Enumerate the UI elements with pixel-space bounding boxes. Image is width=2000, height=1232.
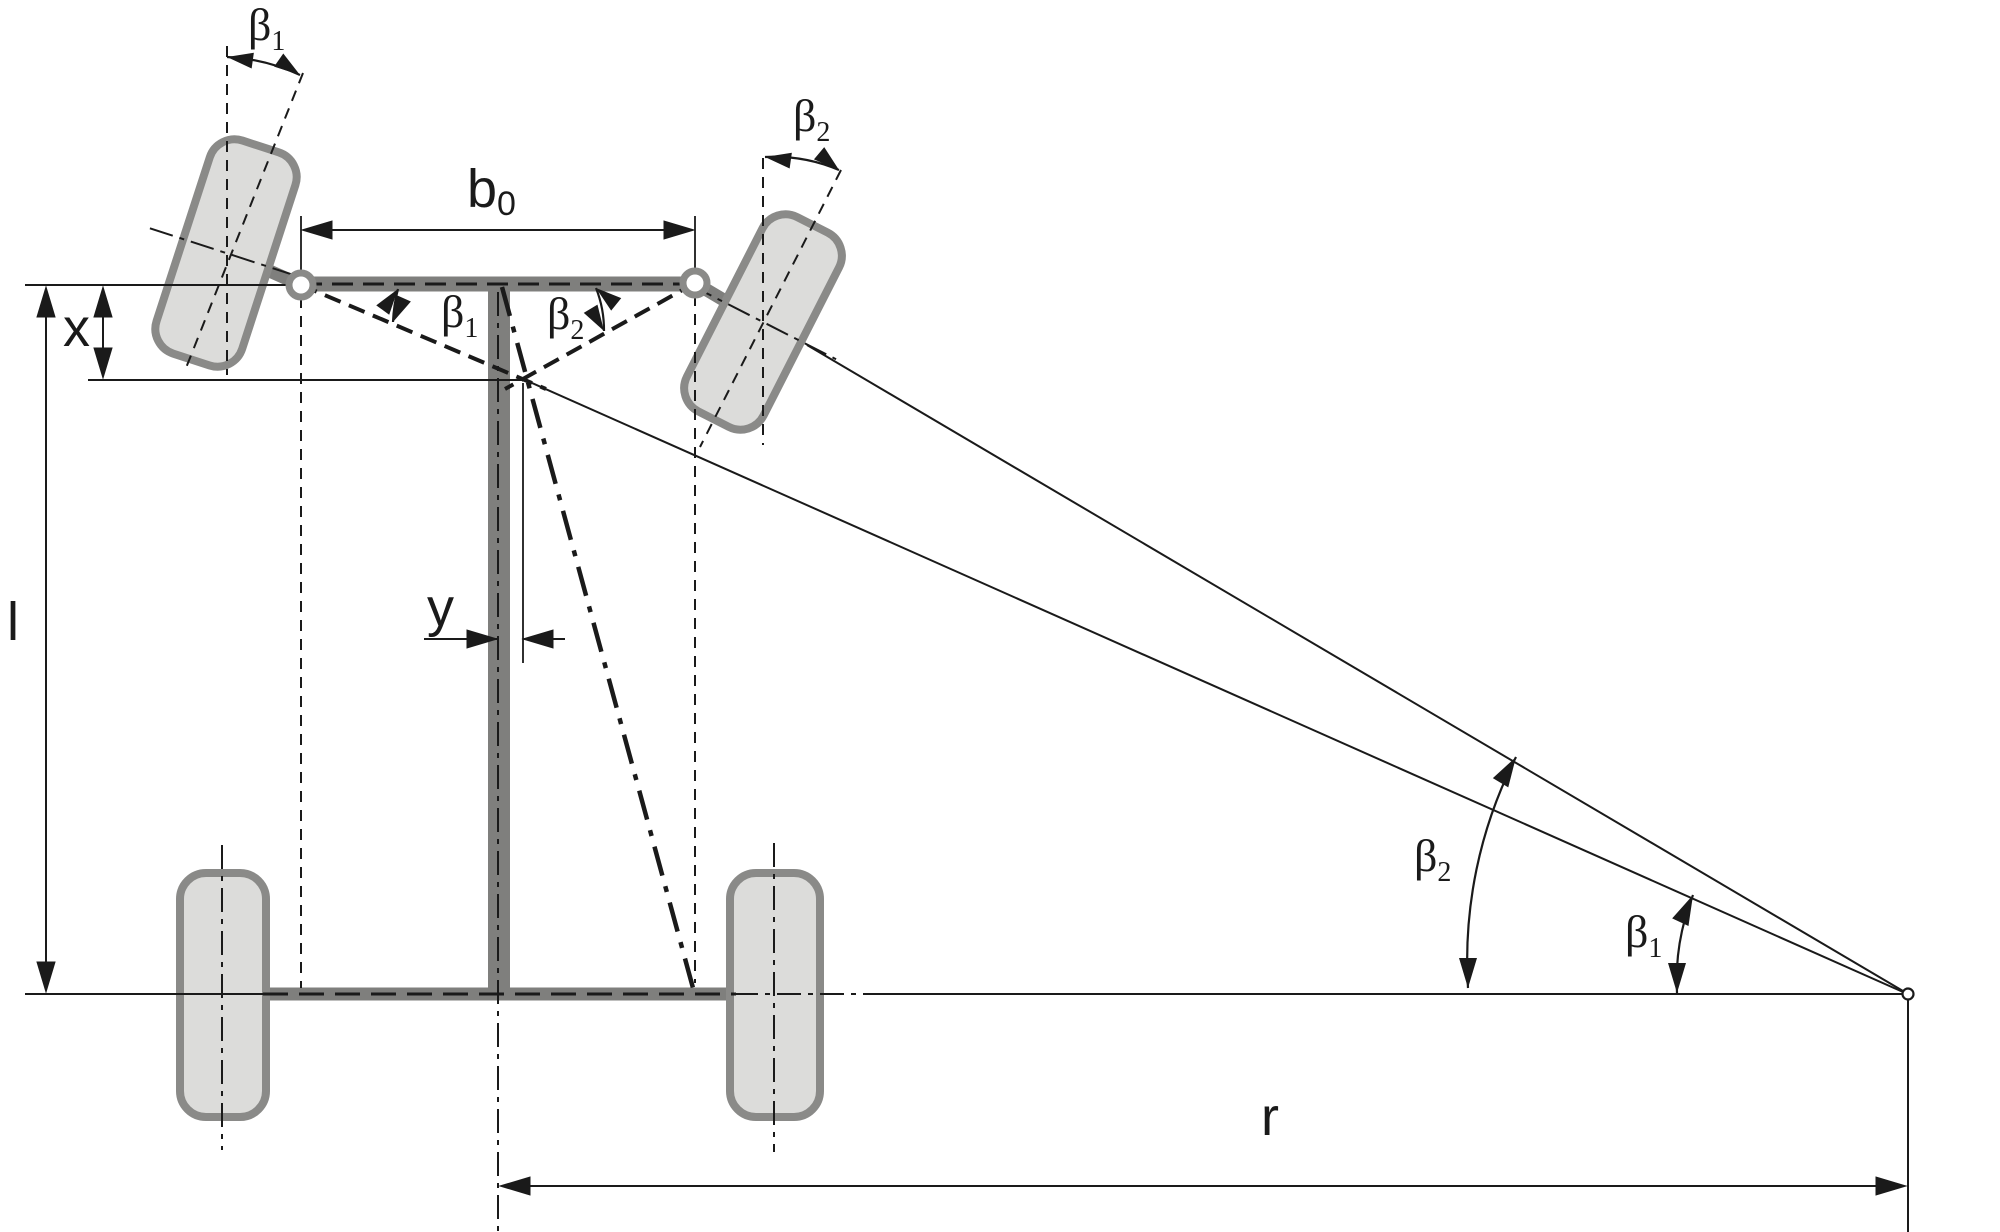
angle-arcs (226, 55, 1695, 994)
beta2-center-arc (1466, 756, 1517, 989)
labels: β1 β2 β1 β2 β2 β1 b0 x y l r (7, 0, 1662, 1147)
x-arrow-down-icon (93, 347, 113, 380)
turning-center-icon (1901, 987, 1915, 1001)
beta2-top-sub: 2 (816, 117, 830, 148)
beta2-axle-sub: 2 (570, 315, 584, 346)
beta1-center-arc-arrow-bottom-icon (1668, 963, 1686, 993)
beta2-top-base: β (793, 90, 816, 141)
y-arrow-right-icon (466, 629, 499, 649)
beta2-top-arc-arrow-left-icon (765, 152, 792, 169)
joints (285, 267, 1915, 1001)
beta1-center-arc-arrow-top-icon (1672, 895, 1693, 926)
beta2-top-arc-arrow-right-icon (813, 147, 839, 170)
angle-arc-arrowheads (227, 52, 1693, 993)
beta1-top-base: β (248, 0, 271, 50)
beta1-axle-arc-arrow-bottom-icon (393, 294, 411, 322)
beta1-center-sub: 1 (1648, 933, 1662, 964)
beta2-top-label: β2 (793, 90, 830, 148)
beta1-axle-sub: 1 (464, 313, 478, 344)
b0-label: b0 (467, 159, 516, 223)
beta2-center-base: β (1414, 830, 1437, 881)
x-label: x (63, 298, 90, 358)
front-left-wheel (149, 135, 303, 371)
beta1-axle-arc-arrow-top-icon (376, 289, 398, 315)
beta2-axle-base: β (547, 288, 570, 339)
b0-arrow-left-icon (300, 220, 333, 240)
l-arrow-up-icon (36, 285, 56, 318)
y-label: y (427, 578, 454, 638)
line-P-to-turning-center (522, 378, 1904, 993)
line-wheel-axle-to-turning-center (806, 344, 1904, 992)
r-arrow-right-icon (1875, 1176, 1908, 1196)
b0-arrow-right-icon (663, 220, 696, 240)
l-label: l (7, 592, 19, 652)
beta2-center-label: β2 (1414, 830, 1451, 888)
x-arrow-up-icon (93, 285, 113, 318)
beta1-axle-arc (391, 288, 400, 323)
beta1-top-arc-arrow-right-icon (274, 53, 300, 75)
y-arrow-left-icon (521, 629, 554, 649)
beta2-center-arc-arrow-bottom-icon (1459, 958, 1477, 988)
r-arrow-left-icon (498, 1176, 531, 1196)
beta2-axle-label: β2 (547, 288, 584, 346)
right-kingpin-joint-icon (679, 267, 711, 299)
b0-base: b (467, 159, 497, 219)
front-left-wheel-lateral-centerline (149, 227, 303, 279)
beta1-top-sub: 1 (271, 26, 285, 57)
beta2-axle-arc (594, 287, 606, 332)
right-kingpin-to-P-dashed-line (504, 281, 696, 391)
diagonal-trace-line (499, 286, 696, 989)
l-arrow-down-icon (36, 961, 56, 994)
left-kingpin-to-P-dashed-line (300, 283, 547, 391)
front-right-wheel-steered-axis (699, 169, 842, 448)
construction-lines (25, 46, 1909, 1232)
dimensions (36, 220, 1908, 1196)
beta2-axle-arc-arrow-top-icon (596, 288, 622, 311)
left-kingpin-joint-icon (285, 269, 317, 301)
beta2-center-sub: 2 (1437, 857, 1451, 888)
b0-sub: 0 (497, 185, 516, 223)
beta1-top-label: β1 (248, 0, 285, 57)
r-label: r (1261, 1087, 1279, 1147)
beta1-center-base: β (1625, 906, 1648, 957)
front-left-wheel-steered-axis (183, 72, 304, 374)
beta1-top-arc-arrow-left-icon (227, 52, 254, 69)
beta1-axle-base: β (441, 286, 464, 337)
beta2-center-arc-arrow-top-icon (1492, 757, 1516, 788)
beta1-center-label: β1 (1625, 906, 1662, 964)
beta1-axle-label: β1 (441, 286, 478, 344)
beta2-axle-arc-arrow-bottom-icon (583, 304, 604, 331)
